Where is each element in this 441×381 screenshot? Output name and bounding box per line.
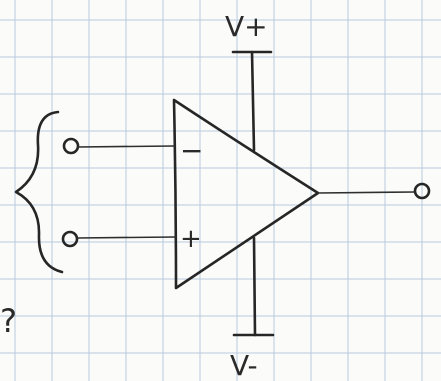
supply-positive-label: V+: [225, 10, 268, 43]
noninverting-input-label: +: [180, 224, 202, 254]
supply-negative-wire: [252, 236, 257, 337]
inverting-input-terminal: [62, 137, 80, 155]
noninverting-input-wire: [76, 236, 177, 239]
input-brace: [14, 110, 64, 274]
inverting-input-label: −: [180, 134, 203, 167]
question-mark: ?: [0, 302, 17, 340]
output-terminal: [413, 182, 431, 200]
output-wire: [317, 191, 416, 194]
opamp-triangle: [172, 98, 320, 290]
supply-positive-wire: [250, 50, 256, 152]
supply-negative-label: V-: [230, 349, 258, 381]
inverting-input-wire: [77, 145, 175, 148]
noninverting-input-terminal: [61, 230, 79, 248]
